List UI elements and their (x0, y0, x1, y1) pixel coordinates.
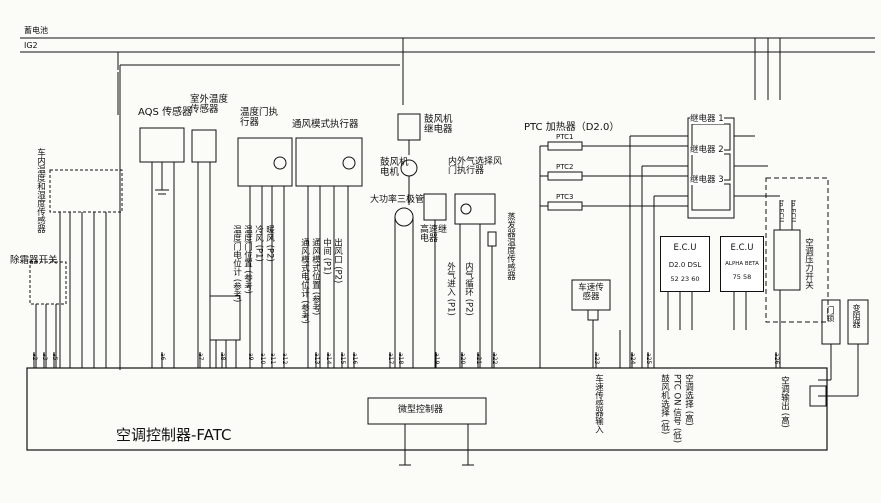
blower-relay-label: 鼓风机继电器 (424, 114, 453, 135)
power-transistor-label: 大功率三极管 (370, 195, 425, 205)
hi-speed-relay-label: 高速继电器 (420, 225, 448, 244)
pin-label: a15 (339, 353, 346, 365)
temp-door-actuator-label: 温度门执行器 (240, 107, 279, 128)
interior-temp-sensor-label: 车内温度和湿度传感器 (35, 148, 46, 233)
outdoor-temp-sensor-label: 室外温度传感器 (190, 94, 229, 115)
pin-label: a25 (645, 353, 652, 365)
ig2-label: IG2 (24, 41, 38, 50)
pin-label: a18 (397, 353, 404, 365)
fatc-controller-box (26, 367, 828, 451)
speed-input-label: 车速传感器输入 (593, 374, 604, 434)
ecu-box-2: E.C.U ALPHA BETA 75 58 (720, 236, 764, 292)
pin-label: a9 (247, 353, 254, 361)
pin-label: a20 (459, 353, 466, 365)
temp-signal-3: 冷风 (P1) (253, 225, 264, 262)
output-label-2: PTC ON 信号 (低) (671, 374, 682, 444)
temp-signal-1: 温度门电位计 (参考) (231, 225, 242, 303)
ecu-box-1: E.C.U D2.0 DSL 52 23 60 (660, 236, 710, 292)
temp-signal-4: 暖风 (P2) (264, 225, 275, 262)
ecu1-sub: D2.0 DSL (668, 261, 702, 269)
pin-label: a8 (219, 353, 226, 361)
ecu1-pin: 60 (691, 275, 700, 283)
pin-label: a26 (773, 353, 780, 365)
pin-label: a7 (197, 353, 204, 361)
ac-switch-label: 空调压力开关 (803, 238, 814, 289)
output-label-1: 鼓风机选择 (低) (659, 374, 670, 435)
intake-actuator-label: 内外气选择风门执行器 (448, 157, 503, 176)
to-ecu-label-1: to ECU (777, 200, 786, 222)
mode-actuator-label: 通风模式执行器 (292, 119, 359, 130)
pin-label: a2 (31, 353, 38, 361)
defroster-switch-label: 除霜器开关 (10, 255, 58, 266)
controller-title: 空调控制器-FATC (116, 426, 232, 444)
ecu2-title: E.C.U (730, 243, 754, 253)
pin-label: a12 (281, 353, 288, 365)
pin-label: a16 (351, 353, 358, 365)
relay2-label: 继电器 2 (690, 145, 724, 155)
ecu2-pin: 58 (743, 273, 752, 281)
door-lock-label: 门锁 (826, 306, 835, 322)
ecu1-pin: 23 (680, 275, 690, 283)
intake-signal-2: 内气循环 (P2) (463, 262, 474, 316)
pin-label: a21 (475, 353, 482, 365)
pin-label: a11 (269, 353, 276, 365)
microcontroller-label: 微型控制器 (398, 405, 444, 415)
ptc2-label: PTC2 (556, 163, 574, 171)
relay3-label: 继电器 3 (690, 175, 724, 185)
pin-label: a17 (387, 353, 394, 365)
pin-label: a14 (325, 353, 332, 365)
evap-sensor-label: 蒸发器温度传感器 (505, 212, 516, 280)
pin-label: a3 (41, 353, 48, 361)
pin-label: a6 (159, 353, 166, 361)
mode-signal-4: 出风口 (P2) (332, 238, 343, 284)
speed-sensor-label: 车速传感器 (578, 283, 604, 302)
ac-output-label: 空调输出 (高) (779, 376, 790, 428)
pin-label: a23 (593, 353, 600, 365)
ecu2-pin: 75 (732, 273, 741, 281)
to-ecu-label-2: to ECU (789, 200, 798, 222)
pin-label: a19 (433, 353, 440, 365)
pin-label: a22 (491, 353, 498, 365)
ptc1-label: PTC1 (556, 133, 574, 141)
ecu1-pin: 52 (670, 275, 679, 283)
battery-label: 蓄电池 (24, 26, 48, 35)
mode-signal-2: 通风模式位置 (参考) (310, 238, 321, 316)
ecu2-alpha: ALPHA (725, 261, 744, 267)
ecu2-beta: BETA (744, 261, 759, 267)
pin-label: a24 (629, 353, 636, 365)
pin-label: a10 (259, 353, 266, 365)
mode-signal-1: 通风模式电位计 (参考) (299, 238, 310, 324)
intake-signal-1: 外气进入 (P1) (445, 262, 456, 316)
mode-signal-3: 中间 (P1) (321, 238, 332, 275)
microcontroller-box (367, 397, 487, 425)
relay1-label: 继电器 1 (690, 114, 724, 124)
blower-motor-label: 鼓风机电机 (380, 157, 409, 178)
ptc-heater-label: PTC 加热器（D2.0） (524, 122, 620, 133)
aqs-sensor-label: AQS 传感器 (138, 107, 193, 118)
ptc3-label: PTC3 (556, 193, 574, 201)
temp-signal-2: 温度门位置 (参考) (242, 225, 253, 294)
pin-label: a13 (313, 353, 320, 365)
pin-label: a5 (51, 353, 58, 361)
transformer-label: 变阻器 (852, 304, 861, 328)
ecu1-title: E.C.U (673, 243, 697, 253)
output-label-3: 空调选择 (高) (683, 374, 694, 426)
